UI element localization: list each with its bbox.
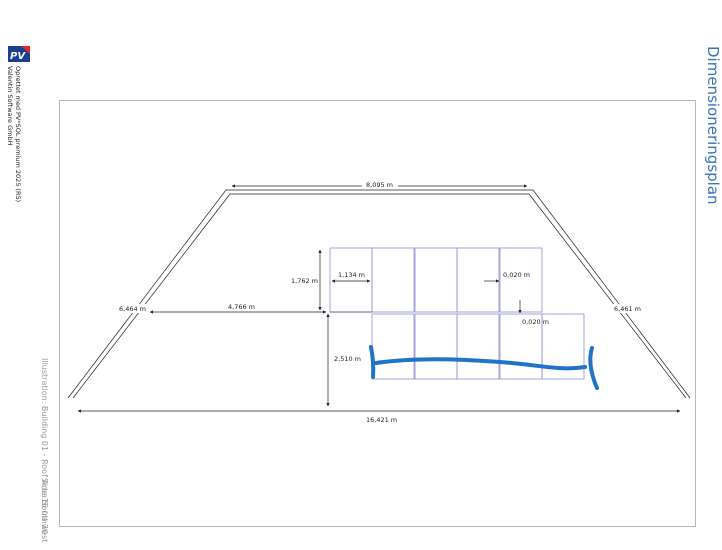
label-gap-horizontal: 0,020 m bbox=[503, 271, 530, 279]
label-module-width: 1,134 m bbox=[338, 271, 365, 279]
pv-sol-logo: PV bbox=[8, 46, 30, 62]
module bbox=[456, 313, 500, 380]
label-bottom-edge: 16,421 m bbox=[366, 416, 397, 424]
module bbox=[371, 313, 415, 380]
label-right-slope: 6,461 m bbox=[614, 305, 641, 313]
drawing-frame bbox=[59, 100, 696, 527]
label-left-offset: 4,766 m bbox=[228, 303, 255, 311]
module bbox=[414, 247, 458, 313]
roof-outline bbox=[67, 189, 691, 399]
label-top-edge: 8,095 m bbox=[366, 181, 393, 189]
svg-text:PV: PV bbox=[10, 51, 26, 62]
label-lower-height: 2,510 m bbox=[334, 355, 361, 363]
module bbox=[329, 247, 373, 313]
handwritten-annotation bbox=[369, 345, 599, 390]
module bbox=[456, 247, 500, 313]
module bbox=[371, 247, 415, 313]
label-left-slope: 6,464 m bbox=[119, 305, 146, 313]
module bbox=[499, 247, 543, 313]
module bbox=[541, 313, 585, 380]
label-module-height: 1,762 m bbox=[291, 277, 318, 285]
module bbox=[414, 313, 458, 380]
dimension-labels: 8,095 m 6,464 m 6,461 m 16,421 m 4,766 m… bbox=[116, 180, 643, 424]
label-gap-vertical: 0,020 m bbox=[522, 318, 549, 326]
